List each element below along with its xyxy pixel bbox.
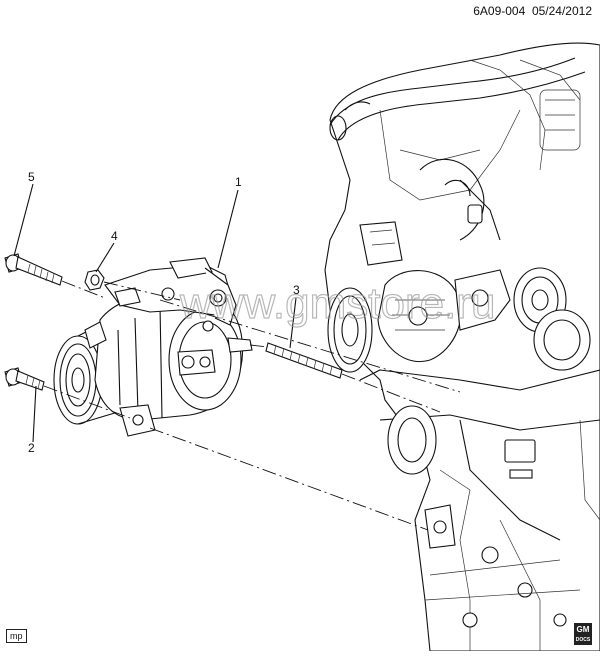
figure-header: 6A09-004 05/24/2012 xyxy=(473,4,592,18)
figure-id: 6A09-004 xyxy=(473,4,526,18)
callout-4: 4 xyxy=(111,229,118,243)
gm-logo: GM DOCS xyxy=(574,623,592,645)
gm-logo-text: GM xyxy=(576,625,590,634)
watermark: www.gmstore.ru xyxy=(179,279,495,328)
mp-badge: mp xyxy=(6,629,27,643)
bolt-item-5 xyxy=(4,253,63,286)
engine-assembly xyxy=(324,42,600,652)
callout-3: 3 xyxy=(293,283,300,297)
callout-2: 2 xyxy=(28,441,35,455)
callout-1: 1 xyxy=(235,175,242,189)
callout-5: 5 xyxy=(28,170,35,184)
ac-compressor xyxy=(53,257,253,437)
figure-date: 05/24/2012 xyxy=(531,4,592,18)
callout-leaders xyxy=(13,183,297,443)
bolt-item-2 xyxy=(4,367,45,391)
nut-item-4 xyxy=(84,269,105,291)
gm-logo-subtext: DOCS xyxy=(575,637,591,643)
assembly-lines xyxy=(43,280,461,531)
stud-item-3 xyxy=(265,342,343,379)
